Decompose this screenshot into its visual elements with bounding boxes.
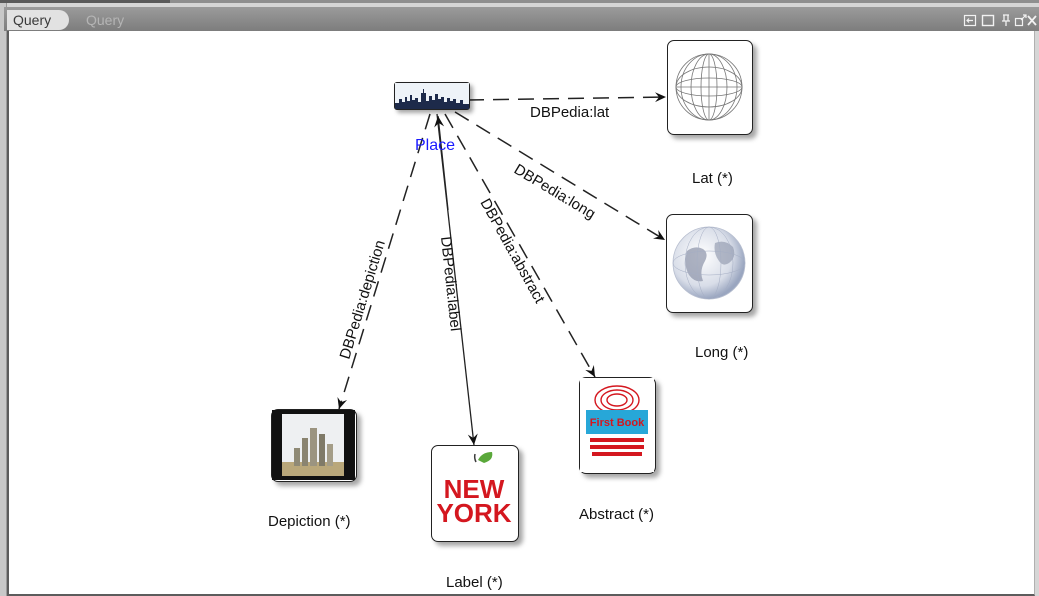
close-icon-svg: [1027, 15, 1037, 26]
abstract-node[interactable]: First Book: [579, 377, 656, 474]
restore-icon-svg: [963, 14, 977, 27]
depiction-label: Depiction (*): [268, 513, 351, 530]
long-label: Long (*): [695, 344, 749, 361]
edge-lat[interactable]: [467, 92, 667, 103]
pin-icon[interactable]: [999, 12, 1013, 28]
label-node[interactable]: NEW YORK: [431, 445, 519, 542]
maximize-icon-svg: [981, 14, 995, 27]
label-label: Label (*): [446, 574, 503, 591]
maximize-icon[interactable]: [981, 12, 995, 28]
edge-long[interactable]: [454, 111, 666, 241]
first-book-logo-icon: First Book: [580, 378, 654, 472]
tab-query-active[interactable]: Query: [7, 10, 69, 30]
edge-depiction[interactable]: [337, 113, 431, 410]
place-node[interactable]: [394, 82, 470, 110]
panel-titlebar: [4, 7, 1039, 31]
abstract-label: Abstract (*): [579, 506, 655, 523]
city-photo-icon: [272, 410, 355, 480]
close-icon[interactable]: [1025, 12, 1039, 28]
edge-label-lat: DBPedia:lat: [530, 104, 610, 121]
left-panel-edge: [0, 3, 7, 596]
edge-label-start-arrow: [434, 115, 449, 211]
edge-abstract[interactable]: [444, 113, 596, 378]
tab-query-inactive[interactable]: Query: [86, 12, 125, 28]
edge-label-depiction: DBPedia:depiction: [337, 238, 389, 361]
restore-icon[interactable]: [963, 12, 977, 28]
top-tab-strip: [0, 0, 170, 3]
long-node[interactable]: [666, 214, 753, 313]
popout-icon-svg: [1014, 14, 1027, 27]
pin-icon-svg: [1002, 14, 1010, 26]
apple-text-york: YORK: [436, 498, 511, 528]
query-graph-canvas[interactable]: [7, 31, 1035, 596]
popout-icon[interactable]: [1014, 12, 1028, 28]
lat-node[interactable]: [667, 40, 753, 135]
edge-label-abstract: DBPedia:abstract: [477, 196, 549, 307]
wireframe-globe-icon: [675, 53, 743, 121]
new-york-apple-icon: NEW YORK: [436, 452, 512, 528]
lat-label: Lat (*): [692, 170, 733, 187]
apple-text-new: NEW: [444, 474, 505, 504]
top-strip: [0, 0, 1039, 3]
globe-icon: [672, 226, 746, 300]
edge-label-label: DBPedia:label: [437, 236, 464, 332]
skyline-icon: [395, 83, 469, 109]
depiction-node[interactable]: [271, 409, 357, 482]
first-book-text: First Book: [590, 417, 645, 429]
place-label: Place: [415, 137, 456, 154]
